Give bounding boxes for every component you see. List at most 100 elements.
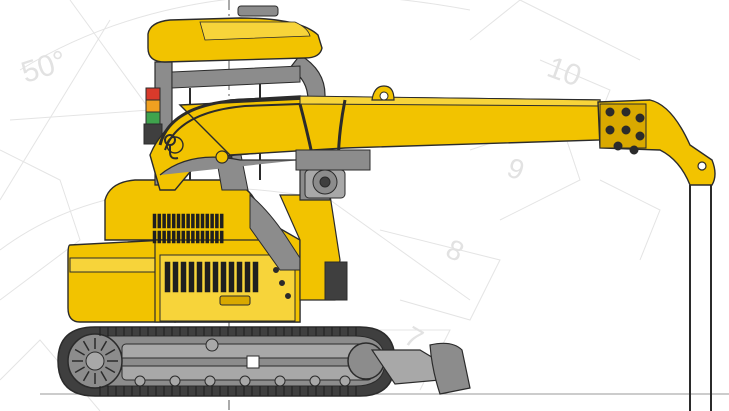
- range-radial-1: [0, 19, 111, 201]
- crane-hook-icon: [164, 134, 179, 160]
- sprocket-spoke: [74, 348, 85, 356]
- side-handle: [219, 295, 251, 306]
- vent-slot: [212, 261, 219, 293]
- vent-slot: [186, 213, 190, 229]
- sprocket-spoke: [100, 371, 108, 382]
- vent-slot: [191, 230, 195, 244]
- track-roller: [169, 375, 181, 387]
- vent-slot: [157, 213, 162, 229]
- boom-head-bolt: [635, 113, 645, 123]
- boom-head-bolt: [621, 107, 631, 117]
- telescopic-boom: [149, 85, 716, 201]
- vent-slot: [176, 230, 181, 244]
- boom-head-bolt: [629, 145, 639, 155]
- track-roller: [204, 375, 216, 387]
- scale-label-9: 9: [503, 152, 528, 186]
- vent-slot: [162, 213, 166, 229]
- sheave-pin: [697, 161, 707, 171]
- track-roller: [134, 375, 146, 387]
- operator-panel-shade: [249, 193, 301, 271]
- range-radial-3: [519, 0, 641, 61]
- dozer-blade: [429, 342, 471, 395]
- vent-slot: [180, 261, 187, 293]
- track-rollers: [134, 375, 351, 387]
- vent-slot: [172, 261, 179, 293]
- range-arc-inner: [0, 149, 81, 301]
- hook-body: [169, 145, 179, 160]
- boom-head-bolt: [635, 131, 645, 141]
- scale-label-10: 10: [543, 51, 586, 93]
- sprocket-spoke: [100, 340, 108, 351]
- access-bolt-3: [285, 293, 291, 299]
- vent-slot: [236, 261, 243, 293]
- canopy-roof-light: [237, 5, 279, 17]
- boom-cylinder-pin: [215, 150, 229, 164]
- range-radial-9: [469, 0, 521, 41]
- sprocket-teeth: [72, 338, 118, 384]
- vent-slot: [205, 213, 210, 229]
- crawler-undercarriage: [57, 326, 471, 397]
- hydraulic-hose-2: [164, 103, 301, 151]
- boom-head-bolt: [621, 125, 631, 135]
- vent-slot: [219, 230, 224, 244]
- scale-label-8: 8: [442, 233, 469, 268]
- sprocket-spoke: [105, 366, 116, 374]
- vent-slot: [157, 230, 162, 244]
- vent-slot: [171, 230, 176, 244]
- idler-wheel: [347, 342, 385, 380]
- track-shoes: [99, 327, 357, 396]
- track-roller: [309, 375, 321, 387]
- sprocket-spoke: [82, 340, 90, 351]
- vent-slot: [162, 230, 166, 244]
- track-plate-mark: [246, 355, 260, 369]
- boom-head-bolt: [605, 125, 615, 135]
- counterweight-band: [69, 257, 169, 273]
- vent-slot: [195, 230, 200, 244]
- boom-head-bolt: [605, 107, 615, 117]
- vent-slot: [215, 213, 219, 229]
- winch-icon: [295, 149, 371, 199]
- vent-slot: [210, 213, 214, 229]
- winch-frame: [295, 149, 371, 171]
- vent-slot: [244, 261, 251, 293]
- vent-slot: [252, 261, 259, 293]
- vent-slot: [228, 261, 235, 293]
- boom-head-bolts: [605, 107, 707, 171]
- vent-slot: [191, 213, 195, 229]
- hydraulic-hose-1: [158, 96, 301, 146]
- vent-slot: [196, 261, 203, 293]
- vent-slot: [181, 230, 186, 244]
- boom-lift-eye-hole: [379, 91, 389, 101]
- canopy-side-frame: [171, 65, 301, 89]
- sprocket-spoke: [74, 366, 85, 374]
- warning-beacon-icon: [143, 87, 163, 145]
- vent-slot: [176, 213, 181, 229]
- carrier-roller: [205, 338, 219, 352]
- vent-slot: [219, 213, 224, 229]
- vent-slot: [200, 230, 205, 244]
- sprocket-spoke: [82, 371, 90, 382]
- track-roller: [339, 375, 351, 387]
- track-roller: [239, 375, 251, 387]
- engine-vent-upper: [152, 213, 224, 244]
- range-radial-6: [379, 229, 501, 321]
- beacon-amber-lamp: [145, 99, 161, 113]
- winch-motor-hub: [319, 176, 331, 188]
- vent-slot: [188, 261, 195, 293]
- vent-slot: [167, 213, 171, 229]
- scale-label-angle: 50°: [17, 44, 70, 89]
- range-radial-10: [599, 179, 661, 261]
- hoist-ropes: [689, 185, 712, 411]
- beacon-red-lamp: [145, 87, 161, 101]
- access-bolt-2: [279, 280, 285, 286]
- vent-slot: [215, 230, 219, 244]
- vent-slot: [152, 230, 157, 244]
- vent-slot: [181, 213, 186, 229]
- vent-slot: [164, 261, 171, 293]
- vent-slot: [204, 261, 211, 293]
- sprocket-spoke: [105, 348, 116, 356]
- vent-slot: [186, 230, 190, 244]
- canopy-roof-highlight: [199, 21, 311, 41]
- upper-structure: [67, 179, 348, 323]
